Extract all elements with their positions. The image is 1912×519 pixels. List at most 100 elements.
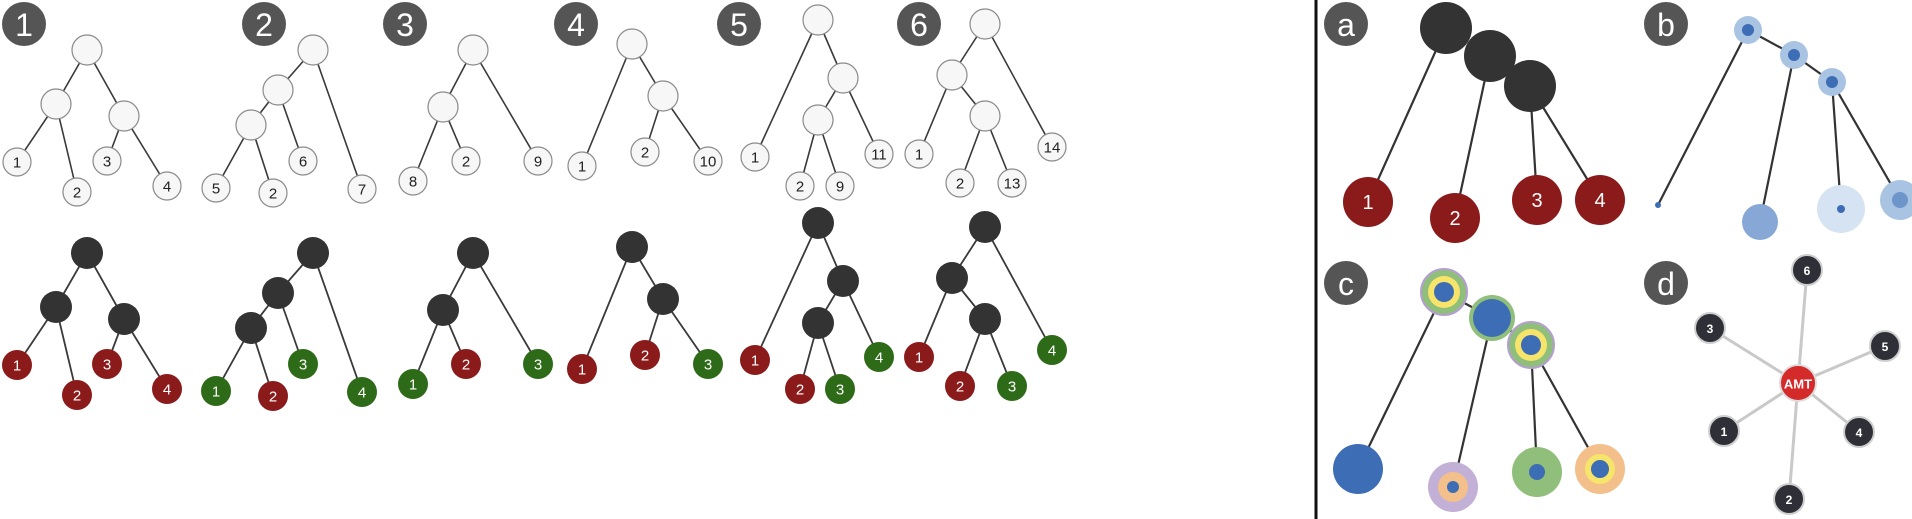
spoke-node (1843, 416, 1875, 448)
spoke-node-label: 4 (1856, 426, 1863, 440)
internal-node-filled (802, 307, 834, 339)
leaf-node-label: 1 (13, 155, 21, 172)
leaf-node-filled (523, 349, 553, 379)
internal-node-filled (1420, 2, 1472, 54)
panel-badge (1324, 2, 1368, 46)
internal-node-filled (40, 291, 72, 323)
leaf-node-outline (825, 171, 855, 201)
leaf-node-label: 2 (956, 176, 964, 193)
leaf-node-outline (398, 166, 428, 196)
leaf-node-filled (630, 340, 660, 370)
tree-edge (312, 49, 363, 190)
tree-edge (1366, 26, 1448, 204)
internal-node-filled (936, 262, 968, 294)
leaf-node-core (1655, 202, 1661, 208)
leaf-node-colored-label: 4 (163, 382, 171, 399)
leaf-node-outline (288, 146, 318, 176)
internal-node-outline (802, 104, 834, 136)
panel-badge-label: 2 (255, 7, 273, 43)
leaf-node-outline (997, 168, 1027, 198)
leaf-node-label: 13 (1004, 176, 1021, 193)
leaf-node-label: 7 (358, 182, 366, 199)
spoke-node (1773, 483, 1805, 515)
leaf-node-label: 10 (700, 154, 717, 171)
internal-node-outline (969, 100, 1001, 132)
leaf-node-label: 4 (163, 179, 171, 196)
leaf-node-outline (945, 168, 975, 198)
tree-edge (472, 252, 539, 365)
internal-node-outline (71, 34, 103, 66)
tree-edge (754, 222, 819, 361)
leaf-node-outline (451, 146, 481, 176)
leaf-node-outline (347, 174, 377, 204)
leaf-node-colored-label: 2 (269, 389, 277, 406)
panel-badge-label: a (1337, 7, 1355, 43)
internal-node-outline (969, 8, 1001, 40)
center-node (1779, 364, 1817, 402)
leaf-node-outline (201, 173, 231, 203)
leaf-node-label: 9 (836, 179, 844, 196)
leaf-node-colored-label: 3 (103, 357, 111, 374)
tree-edge (581, 43, 633, 167)
leaf-node-label: 2 (73, 185, 81, 202)
tree-edge (1451, 316, 1494, 489)
leaf-node-label: 2 (796, 179, 804, 196)
leaf-node-filled (1343, 177, 1393, 227)
leaf-node-colored-label: 1 (212, 384, 220, 401)
leaf-node-colored-label: 3 (836, 382, 844, 399)
internal-node-filled (457, 237, 489, 269)
leaf-node-filled (152, 374, 182, 404)
leaf-node-label: 4 (1594, 190, 1605, 212)
spoke-node-label: 2 (1786, 493, 1793, 507)
leaf-node-filled (398, 369, 428, 399)
panel-badge (554, 2, 598, 46)
leaf-node-filled (201, 376, 231, 406)
panel-badge (1324, 261, 1368, 305)
internal-node-filled (969, 303, 1001, 335)
leaf-node-colored-label: 2 (956, 379, 964, 396)
leaf-node-outline (2, 147, 32, 177)
tree-edge (984, 226, 1053, 351)
tree-edge (754, 19, 819, 158)
leaf-node-filled (288, 349, 318, 379)
leaf-node-label: 9 (534, 154, 542, 171)
spoke-node-label: 3 (1707, 322, 1714, 336)
panel-badge (2, 2, 46, 46)
leaf-node-filled (567, 354, 597, 384)
leaf-node-label: 3 (1531, 190, 1542, 212)
tree-edge (312, 252, 363, 393)
internal-node-filled (616, 231, 648, 263)
internal-node-outline (427, 91, 459, 123)
leaf-node-outline (152, 171, 182, 201)
panel-badge (383, 2, 427, 46)
panel-badge-label: b (1657, 7, 1675, 43)
panel-badge-label: 1 (15, 7, 33, 43)
panel-badge-label: d (1657, 266, 1675, 302)
internal-node-filled (71, 237, 103, 269)
internal-node-filled (827, 265, 859, 297)
internal-node-filled (802, 207, 834, 239)
spoke-node (1708, 415, 1740, 447)
leaf-node-colored-label: 4 (358, 385, 366, 402)
leaf-node-outline (630, 137, 660, 167)
leaf-node-label: 1 (1362, 192, 1373, 214)
leaf-node-core (1591, 460, 1609, 478)
internal-node-outline (457, 34, 489, 66)
leaf-node-outline (258, 178, 288, 208)
leaf-node-filled (785, 374, 815, 404)
leaf-node-colored-label: 1 (13, 358, 21, 375)
leaf-node-colored-label: 1 (751, 353, 759, 370)
spoke-edge (1787, 381, 1800, 501)
tree-edge (1758, 53, 1796, 224)
leaf-node-label: 1 (915, 147, 923, 164)
leaf-node-outline (567, 151, 597, 181)
panel-badge (242, 2, 286, 46)
leaf-node-outline (1037, 132, 1067, 162)
leaf-node-filled (864, 342, 894, 372)
leaf-node-filled (92, 349, 122, 379)
spoke-node-label: 6 (1804, 264, 1811, 278)
tree-edge (1830, 80, 1902, 202)
leaf-node-filled (1037, 335, 1067, 365)
tree-edge (1656, 28, 1750, 207)
